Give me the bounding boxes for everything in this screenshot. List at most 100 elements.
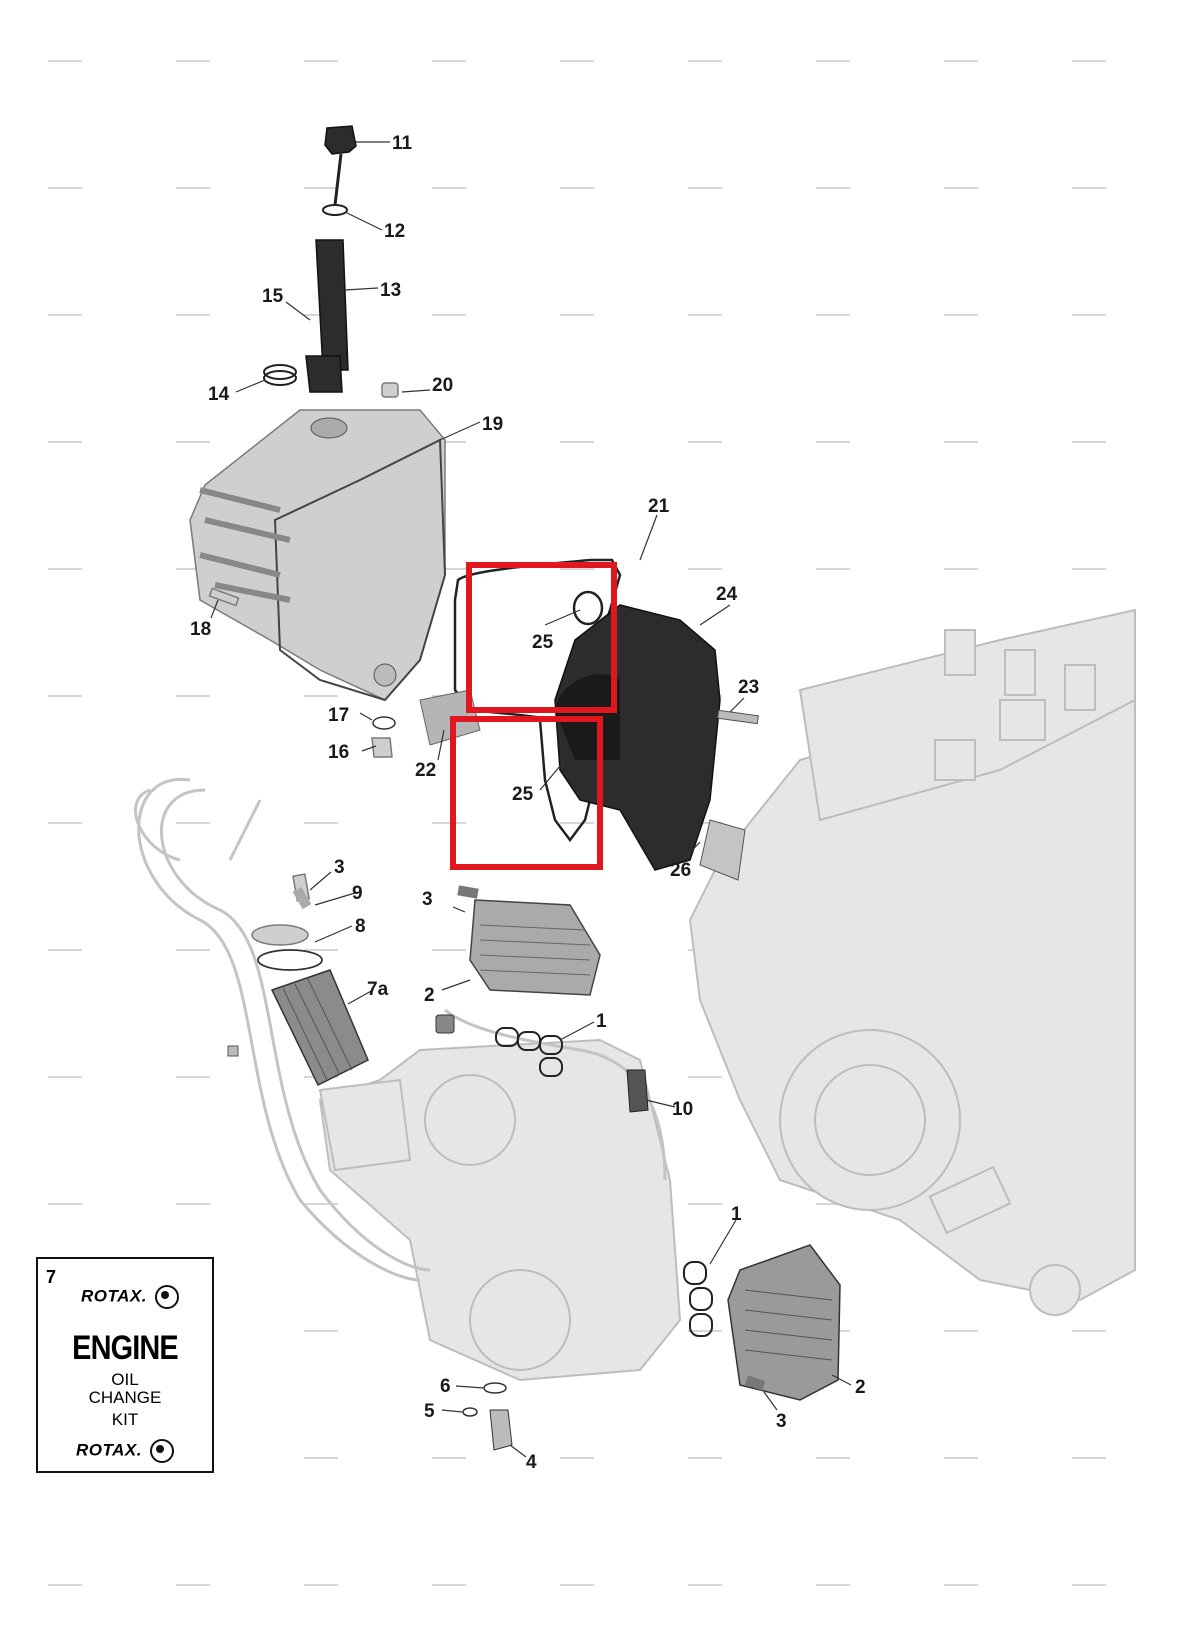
watermark-mark (432, 441, 466, 443)
oil-coolers (227, 885, 841, 1451)
watermark-mark (688, 60, 722, 62)
watermark-mark (304, 1584, 338, 1586)
oil-tank (189, 409, 447, 758)
callout-6: 6 (440, 1376, 451, 1397)
callout-23: 23 (738, 677, 759, 698)
watermark-mark (304, 1457, 338, 1459)
watermark-mark (48, 441, 82, 443)
highlight-box-lower (450, 716, 603, 870)
callout-25-lower: 25 (512, 784, 534, 805)
watermark-mark (176, 1584, 210, 1586)
watermark-mark (944, 1457, 978, 1459)
watermark-mark (816, 1203, 850, 1205)
watermark-mark (176, 1203, 210, 1205)
callout-24: 24 (716, 584, 738, 605)
watermark-mark (688, 1076, 722, 1078)
watermark-mark (816, 314, 850, 316)
callout-4: 4 (526, 1452, 537, 1473)
watermark-mark (176, 568, 210, 570)
watermark-mark (816, 60, 850, 62)
watermark-mark (688, 314, 722, 316)
callout-7a: 7a (367, 979, 389, 1000)
watermark-mark (432, 822, 466, 824)
callout-25-upper: 25 (532, 632, 554, 653)
watermark-mark (1072, 1457, 1106, 1459)
highlight-boxes (450, 562, 617, 870)
brp-logo-icon (154, 1285, 179, 1309)
leader-lines (210, 141, 852, 1458)
engine-block-ghost (688, 608, 1136, 1316)
watermark-mark (304, 1203, 338, 1205)
oil-filter-assembly (251, 873, 369, 1087)
callout-21: 21 (648, 496, 670, 517)
watermark-mark (48, 1203, 82, 1205)
watermark-mark (688, 1584, 722, 1586)
watermark-mark (688, 441, 722, 443)
watermark-mark (688, 187, 722, 189)
watermark-mark (304, 949, 338, 951)
watermark-mark (48, 568, 82, 570)
rotax-logo-bottom: ROTAX. (38, 1439, 212, 1463)
watermark-mark (560, 822, 594, 824)
watermark-mark (176, 60, 210, 62)
callout-14: 14 (208, 384, 230, 405)
callout-22: 22 (415, 760, 436, 781)
callout-1-lower: 1 (731, 1204, 742, 1225)
watermark-mark (1072, 568, 1106, 570)
highlight-box-upper (466, 562, 617, 713)
callout-15: 15 (262, 286, 284, 307)
kit-line-change: CHANGE (88, 1388, 162, 1407)
callout-10: 10 (672, 1099, 693, 1120)
watermark-mark (304, 1330, 338, 1332)
watermark-mark (1072, 60, 1106, 62)
callout-3-mid: 3 (422, 889, 433, 910)
watermark-mark (688, 822, 722, 824)
watermark-mark (48, 1584, 82, 1586)
kit-item-number: 7 (46, 1267, 57, 1287)
watermark-mark (1072, 1330, 1106, 1332)
watermark-mark (688, 1330, 722, 1332)
watermark-mark (560, 1584, 594, 1586)
callout-3-lower: 3 (776, 1411, 787, 1432)
watermark-mark (176, 314, 210, 316)
watermark-mark (944, 441, 978, 443)
watermark-mark (688, 1457, 722, 1459)
watermark-mark (176, 695, 210, 697)
watermark-mark (944, 187, 978, 189)
callout-2-lower: 2 (855, 1377, 866, 1398)
kit-title: ENGINE (72, 1329, 179, 1367)
callout-5: 5 (424, 1401, 435, 1422)
watermark-mark (1072, 1584, 1106, 1586)
watermark-mark (304, 60, 338, 62)
watermark-mark (48, 1076, 82, 1078)
callout-26: 26 (670, 860, 691, 881)
watermark-mark (560, 314, 594, 316)
watermark-mark (48, 60, 82, 62)
dipstick-assembly (263, 125, 399, 398)
watermark-mark (432, 60, 466, 62)
watermark-mark (304, 187, 338, 189)
watermark-mark (560, 187, 594, 189)
callout-13: 13 (380, 280, 401, 301)
callout-20: 20 (432, 375, 453, 396)
watermark-mark (816, 568, 850, 570)
callout-1-upper: 1 (596, 1011, 607, 1032)
callout-17: 17 (328, 705, 349, 726)
watermark-mark (48, 822, 82, 824)
watermark-mark (176, 822, 210, 824)
watermark-mark (560, 60, 594, 62)
watermark-mark (816, 1457, 850, 1459)
watermark-mark (944, 1330, 978, 1332)
callout-16: 16 (328, 742, 349, 763)
watermark-mark (48, 187, 82, 189)
callout-11: 11 (392, 133, 413, 154)
watermark-mark (560, 1457, 594, 1459)
oil-change-kit-label: 7 ROTAX. ENGINE OIL CHANGE KIT ROTAX. (36, 1257, 214, 1473)
callout-9: 9 (352, 883, 363, 904)
rotax-wordmark: ROTAX. (81, 1286, 147, 1306)
watermark-mark (688, 1203, 722, 1205)
watermark-mark (688, 568, 722, 570)
watermark-mark (176, 949, 210, 951)
watermark-mark (176, 187, 210, 189)
